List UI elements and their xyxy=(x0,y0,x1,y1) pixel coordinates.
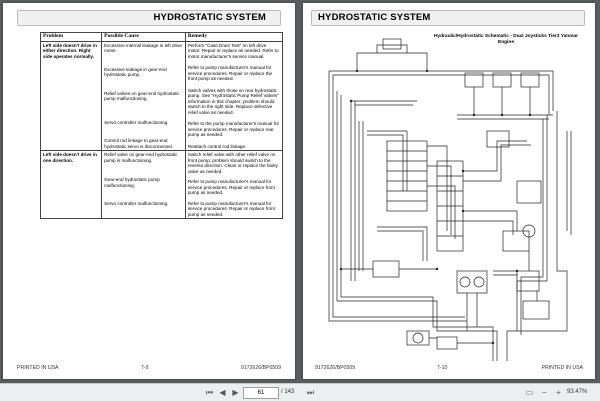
page-header: HYDROSTATIC SYSTEM xyxy=(17,10,281,26)
previous-page-icon[interactable]: ◀ xyxy=(219,388,226,397)
cause-cell: Relief valve on gear-end hydrostatic pum… xyxy=(101,150,186,219)
page-header-title: HYDROSTATIC SYSTEM xyxy=(318,12,431,23)
page-header-title: HYDROSTATIC SYSTEM xyxy=(153,12,266,23)
first-page-icon[interactable]: ⏮ xyxy=(205,388,214,397)
cause-text: Relief valves on gear-end hydrostatic pu… xyxy=(104,90,180,102)
problem-cell: Left side doesn't drive in either direct… xyxy=(39,40,103,151)
cause-text: Control rod linkage to gear-end hydrosta… xyxy=(104,138,174,149)
footer-left: 9172626/BP0509 xyxy=(315,365,356,371)
remedy-cell: Perform "Case Drain Test" on left drive … xyxy=(184,40,284,151)
remedy-text: Perform "Case Drain Test" on left drive … xyxy=(187,42,279,59)
next-page-icon[interactable]: ▶ xyxy=(232,388,239,397)
table-row: Left side doesn't drive in one direction… xyxy=(39,150,284,219)
footer-page-number: 7-10 xyxy=(437,365,448,371)
cause-text: Excessive internal leakage in left drive… xyxy=(104,42,182,54)
cause-text: Servo controller malfunctioning. xyxy=(104,119,169,125)
footer-page-number: 7-9 xyxy=(141,365,149,371)
footer-left: PRINTED IN USA xyxy=(17,365,59,371)
table-row: Left side doesn't drive in either direct… xyxy=(39,40,284,151)
page-right: HYDROSTATIC SYSTEM Hydraulic/Hydrostatic… xyxy=(303,3,595,379)
page-total: / 143 xyxy=(281,389,295,395)
zoom-out-icon[interactable]: − xyxy=(542,388,547,397)
zoom-level[interactable]: 93.47% xyxy=(567,389,588,395)
viewer-toolbar: ⏮ ◀ ▶ 61 / 143 ⏭ ▭ − + 93.47% xyxy=(0,383,600,401)
schematic-title: Hydraulic/Hydrostatic Schematic - Dual J… xyxy=(433,34,579,45)
hydraulic-schematic xyxy=(328,38,572,361)
remedy-text: Refer to pump manufacturer's manual for … xyxy=(187,179,275,195)
cause-text: Gear-end hydrostatic pump malfunctioning… xyxy=(104,177,160,188)
remedy-text: Switch valves with those on rear hydrost… xyxy=(187,87,279,115)
page-header: HYDROSTATIC SYSTEM xyxy=(311,10,585,26)
remedy-text: Refer to pump manufacturer's manual for … xyxy=(187,200,275,217)
remedy-text: Reattach control rod linkage. xyxy=(187,143,247,149)
last-page-icon[interactable]: ⏭ xyxy=(306,388,315,397)
footer-right: 9172626/BP0509 xyxy=(240,365,281,371)
remedy-text: Refer to pump manufacturer's manual for … xyxy=(187,65,273,81)
fit-page-icon[interactable]: ▭ xyxy=(525,388,534,397)
page-number-input[interactable]: 61 xyxy=(243,387,279,399)
page-left: HYDROSTATIC SYSTEM Problem Possible Caus… xyxy=(3,3,295,379)
troubleshooting-table: Problem Possible Cause Remedy Left side … xyxy=(39,32,284,219)
cause-text: Servo controller malfunctioning. xyxy=(104,201,169,206)
problem-cell: Left side doesn't drive in one direction… xyxy=(39,150,103,219)
cause-text: Relief valve on gear-end hydrostatic pum… xyxy=(104,152,178,163)
footer-right: PRINTED IN USA xyxy=(541,365,583,371)
document-viewer[interactable]: HYDROSTATIC SYSTEM Problem Possible Caus… xyxy=(0,0,600,383)
remedy-text: Switch relief valve with other relief va… xyxy=(187,152,278,174)
remedy-cell: Switch relief valve with other relief va… xyxy=(184,150,284,219)
remedy-text: Refer to the pump manufacturer's manual … xyxy=(187,121,280,137)
cause-text: Excessive leakage in gear-end hydrostati… xyxy=(104,66,167,78)
cause-cell: Excessive internal leakage in left drive… xyxy=(101,40,186,151)
column-header-cause: Possible Cause xyxy=(101,32,186,42)
column-header-problem: Problem xyxy=(39,32,103,42)
column-header-remedy: Remedy xyxy=(184,32,284,42)
zoom-in-icon[interactable]: + xyxy=(556,388,561,397)
